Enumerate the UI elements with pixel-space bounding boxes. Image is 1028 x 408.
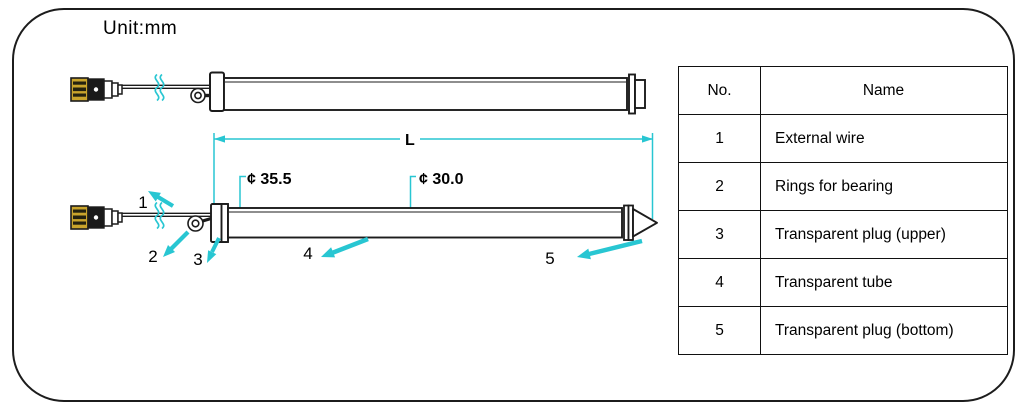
connector <box>70 205 123 230</box>
callout-2: 2 <box>148 247 157 266</box>
bottom-assembly <box>70 201 658 243</box>
upper-plug <box>210 203 229 243</box>
dimension-length <box>213 133 654 240</box>
part-name: External wire <box>760 114 1008 163</box>
dim-length-label: L <box>405 132 415 149</box>
part-name: Transparent plug (upper) <box>760 210 1008 259</box>
callout-arrow-5 <box>577 238 643 260</box>
part-no: 3 <box>678 210 761 259</box>
wire-break-icon <box>154 73 165 102</box>
callout-numbers: 1 2 3 4 5 <box>138 193 554 269</box>
callout-arrows <box>148 191 643 263</box>
bottom-plug <box>623 204 658 241</box>
tube <box>223 77 628 111</box>
header-no: No. <box>678 66 761 115</box>
part-no: 4 <box>678 258 761 307</box>
callout-5: 5 <box>545 249 554 268</box>
unit-label: Unit:mm <box>103 18 178 39</box>
callout-arrow-2 <box>163 230 190 257</box>
dim-tube-dia-label: ¢ 30.0 <box>419 171 464 188</box>
parts-table: No. Name 1 External wire 2 Rings for bea… <box>678 66 1008 355</box>
wire-break-icon <box>154 201 165 230</box>
part-no: 5 <box>678 306 761 355</box>
table-row: 3 Transparent plug (upper) <box>678 210 1008 259</box>
table-row: 5 Transparent plug (bottom) <box>678 306 1008 355</box>
header-name: Name <box>760 66 1008 115</box>
table-row: 2 Rings for bearing <box>678 162 1008 211</box>
dim-upper-plug-dia-label: ¢ 35.5 <box>247 171 292 188</box>
callout-arrow-4 <box>321 236 369 258</box>
table-row: 4 Transparent tube <box>678 258 1008 307</box>
end-cap <box>634 79 646 109</box>
table-header-row: No. Name <box>678 66 1008 115</box>
bearing-ring <box>187 215 212 232</box>
part-name: Transparent tube <box>760 258 1008 307</box>
upper-plug <box>209 71 225 112</box>
callout-arrow-1 <box>148 191 175 208</box>
callout-1: 1 <box>138 193 147 212</box>
connector <box>70 77 123 102</box>
top-assembly <box>70 71 646 115</box>
bearing-ring <box>190 87 211 104</box>
part-name: Transparent plug (bottom) <box>760 306 1008 355</box>
callout-3: 3 <box>193 250 202 269</box>
part-no: 1 <box>678 114 761 163</box>
tube <box>227 207 623 239</box>
table-row: 1 External wire <box>678 114 1008 163</box>
callout-4: 4 <box>303 244 312 263</box>
part-no: 2 <box>678 162 761 211</box>
callout-arrow-3 <box>207 237 221 263</box>
part-name: Rings for bearing <box>760 162 1008 211</box>
